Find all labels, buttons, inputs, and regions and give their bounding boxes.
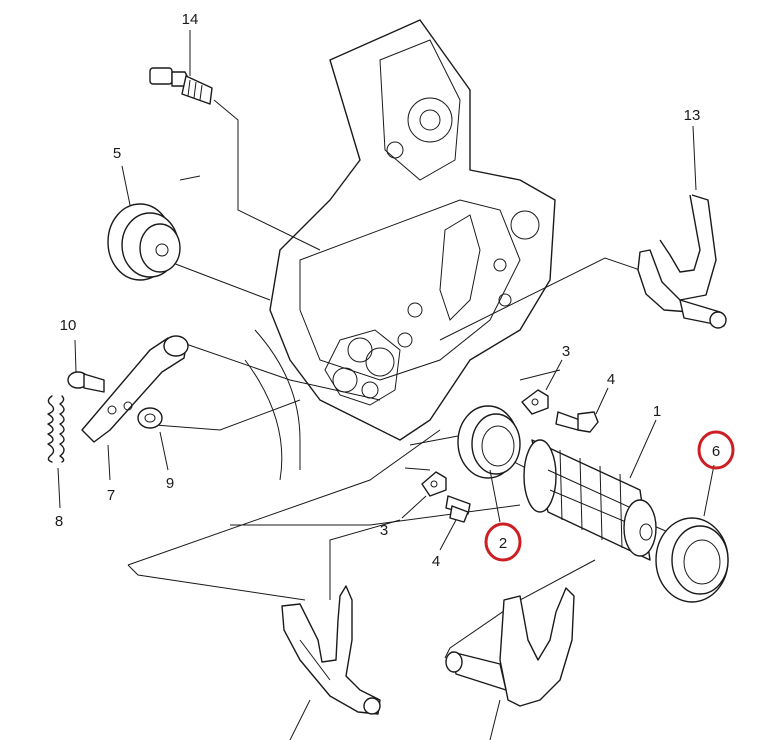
label-14: 14 [182, 11, 199, 28]
stopper-part-3-lower [401, 471, 447, 519]
label-4-upper: 4 [607, 371, 615, 388]
bearing-part-6 [655, 464, 729, 603]
bolt-part-4-upper [555, 387, 609, 433]
lever-part-7 [81, 335, 189, 481]
highlight-marks [484, 430, 735, 562]
label-1: 1 [653, 403, 661, 420]
label-13: 13 [684, 107, 701, 124]
part-labels: 14 5 10 8 7 9 13 3 4 1 3 4 2 6 [55, 11, 720, 570]
fork-part-13 [637, 125, 727, 329]
segment-part-5 [107, 165, 181, 281]
highlight-circle-part-2 [484, 522, 522, 562]
label-7: 7 [107, 487, 115, 504]
fork-lower-left [281, 585, 381, 740]
washer-part-9 [137, 407, 169, 471]
stopper-part-3-upper [521, 359, 563, 415]
spring-part-8 [47, 395, 65, 509]
crankcase [179, 19, 556, 481]
label-4-lower: 4 [432, 553, 440, 570]
label-2: 2 [499, 535, 507, 552]
bolt-part-10 [67, 339, 105, 393]
label-8: 8 [55, 513, 63, 530]
label-3-upper: 3 [562, 343, 570, 360]
fork-lower-right [445, 587, 575, 740]
label-10: 10 [60, 317, 77, 334]
label-6: 6 [712, 443, 720, 460]
assembly-lines [127, 99, 676, 659]
bolt-part-14 [149, 30, 213, 105]
label-5: 5 [113, 145, 121, 162]
label-9: 9 [166, 475, 174, 492]
label-3-lower: 3 [380, 522, 388, 539]
highlight-circle-part-6 [697, 430, 735, 470]
bearing-part-2 [457, 405, 521, 523]
shift-drum-part-1 [523, 419, 657, 561]
bolt-part-4-lower [439, 495, 471, 551]
